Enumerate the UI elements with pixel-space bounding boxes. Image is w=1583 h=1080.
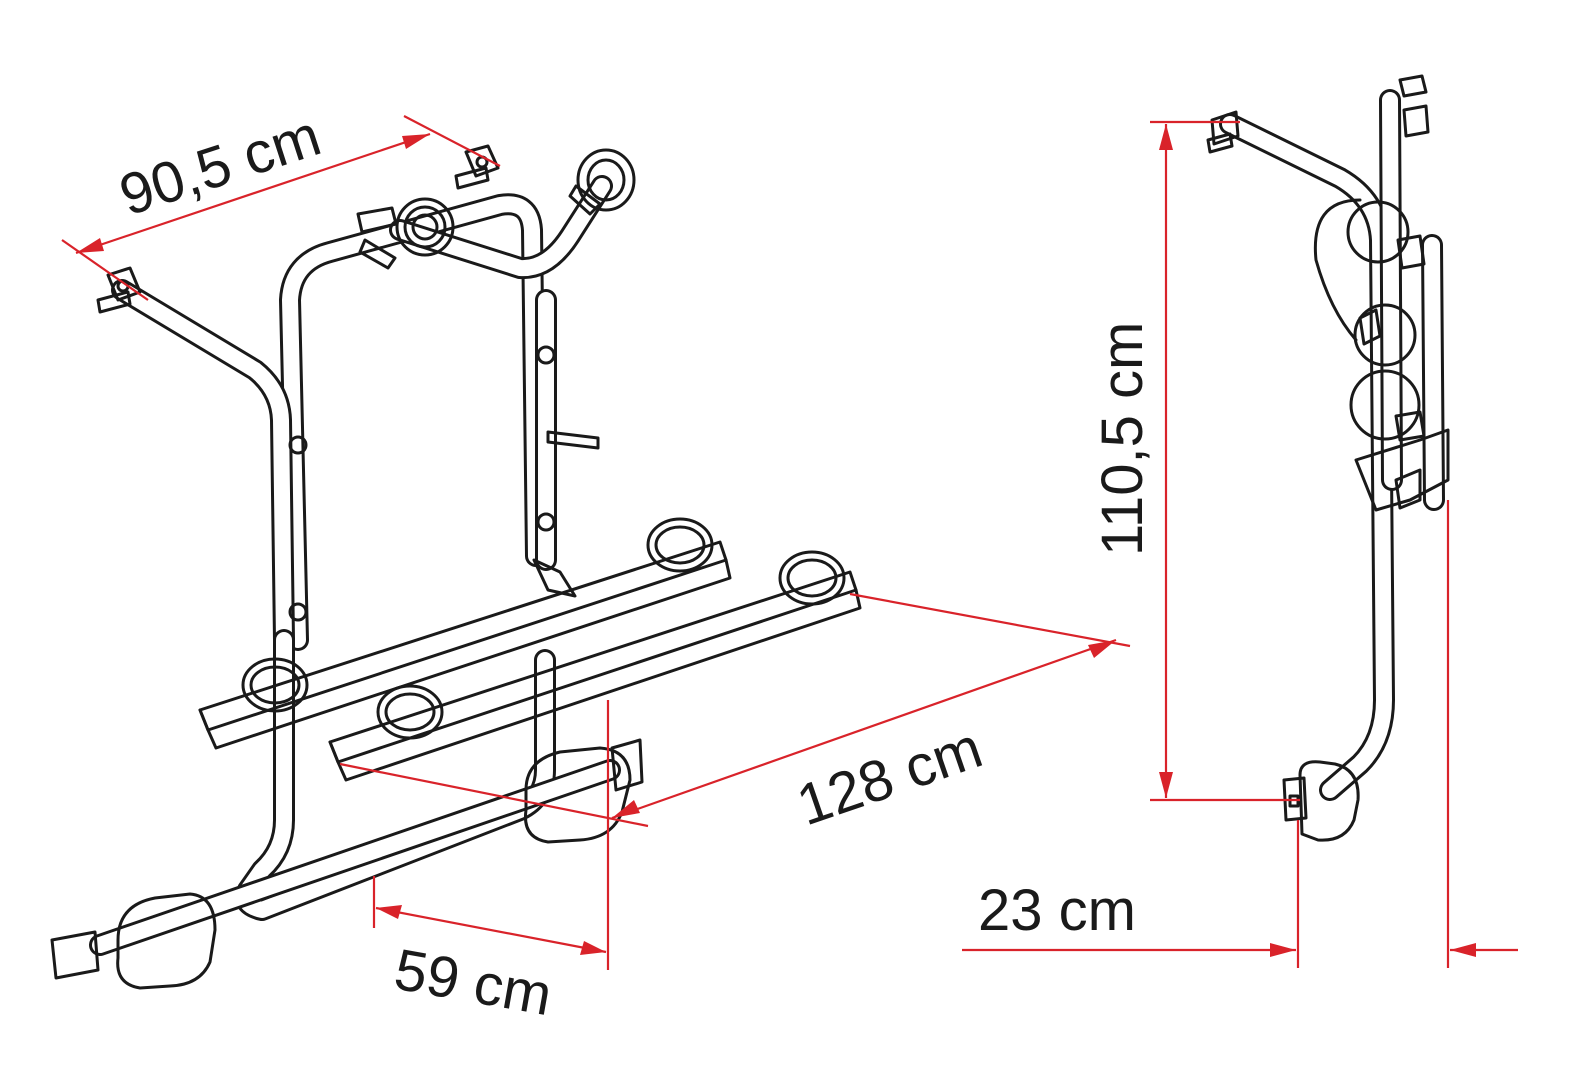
dimension-depth-side: 23 cm [962, 500, 1518, 968]
rail-wheel-straps [241, 517, 846, 740]
width-label: 90,5 cm [112, 103, 328, 229]
top-right-bracket [454, 144, 500, 190]
upper-wheel-strap [568, 148, 636, 216]
frame-clips [288, 345, 600, 622]
main-frame [89, 175, 621, 956]
left-tail-light [50, 892, 217, 990]
upper-clamp-knob [356, 197, 455, 270]
height-label: 110,5 cm [1090, 322, 1155, 556]
bike-rack-side-view [1206, 74, 1450, 842]
depth-front-label: 59 cm [390, 937, 557, 1028]
wheel-rail-rear [328, 570, 862, 782]
depth-side-label: 23 cm [978, 878, 1136, 943]
wheel-rail-front [198, 540, 732, 750]
dimension-height: 110,5 cm [1090, 120, 1300, 802]
length-label: 128 cm [789, 715, 990, 838]
bike-rack-perspective-view [50, 144, 862, 990]
